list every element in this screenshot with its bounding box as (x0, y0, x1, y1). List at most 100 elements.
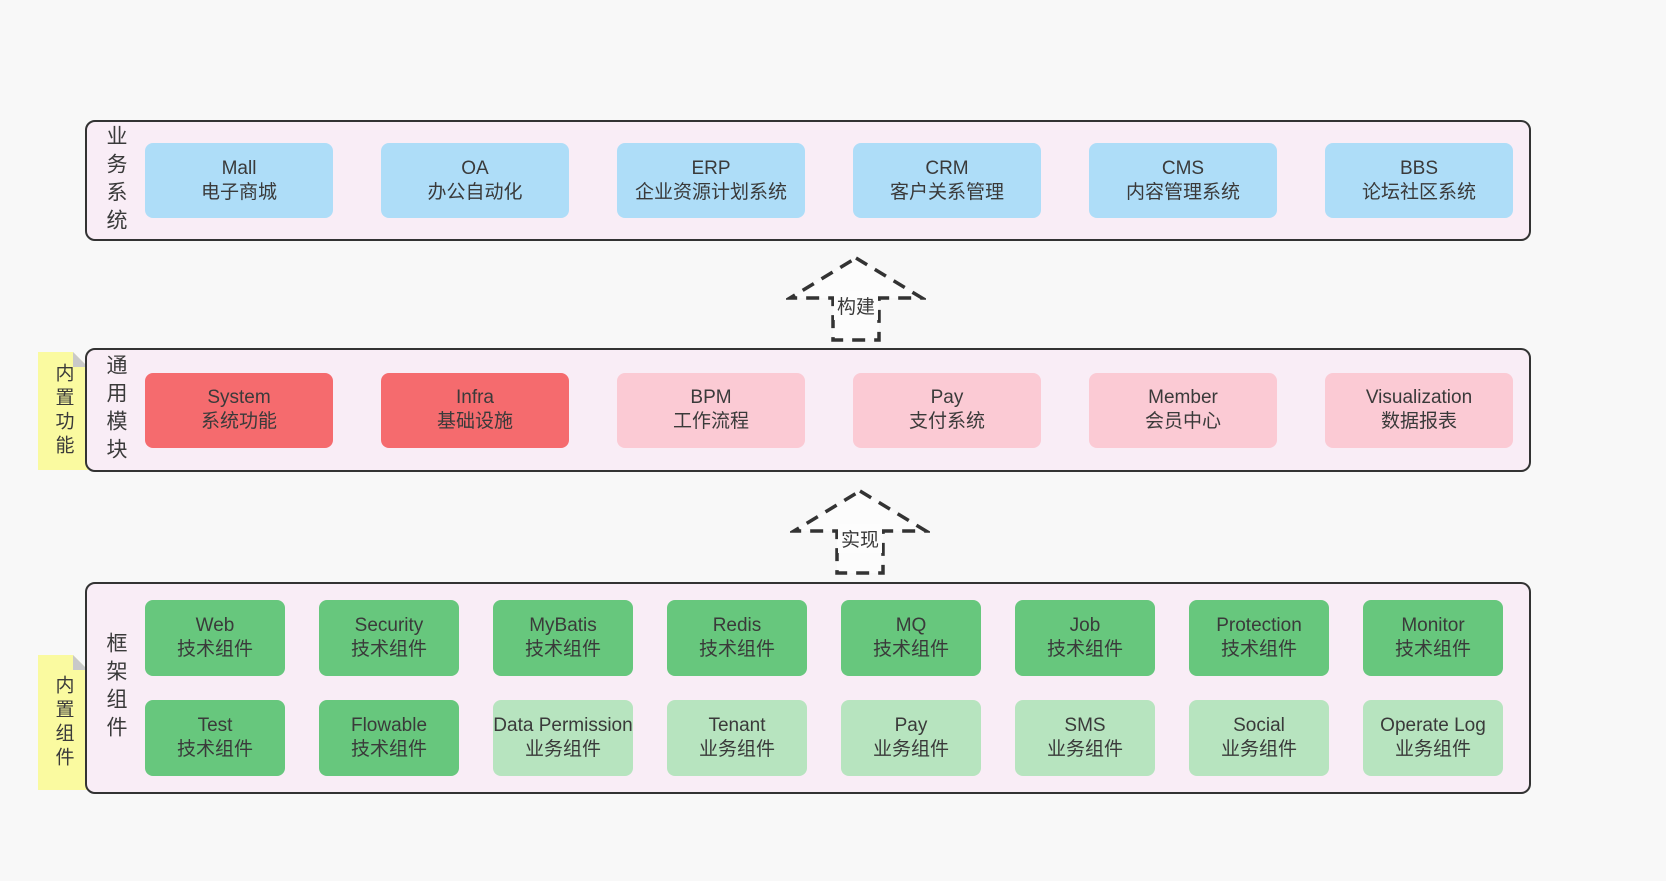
layer-common-modules-label: 通用模块 (104, 354, 127, 466)
modules-row: System 系统功能 Infra 基础设施 BPM 工作流程 Pay 支付系统… (145, 372, 1529, 448)
box-title: MQ (895, 615, 927, 636)
box-subtitle: 技术组件 (350, 739, 427, 760)
box-subtitle: 工作流程 (672, 411, 749, 432)
box-web: Web 技术组件 (145, 600, 285, 676)
arrow-build: 构建 (786, 255, 926, 343)
business-rows: Mall 电子商城 OA 办公自动化 ERP 企业资源计划系统 CRM 客户关系… (145, 122, 1529, 239)
box-social: Social 业务组件 (1189, 700, 1329, 776)
box-erp: ERP 企业资源计划系统 (617, 143, 805, 218)
box-title: Data Permission (493, 715, 633, 736)
box-subtitle: 技术组件 (176, 639, 253, 660)
box-title: Web (195, 615, 235, 636)
box-title: Mall (221, 157, 257, 179)
box-subtitle: 业务组件 (872, 739, 949, 760)
box-data-permission: Data Permission 业务组件 (493, 700, 633, 776)
arrow-implement: 实现 (790, 488, 930, 576)
components-row-1: Web 技术组件 Security 技术组件 MyBatis 技术组件 Redi… (145, 600, 1529, 676)
box-cms: CMS 内容管理系统 (1089, 143, 1277, 218)
sticky-note-builtin-components: 内置组件 (38, 655, 88, 790)
box-subtitle: 业务组件 (698, 739, 775, 760)
box-title: BPM (690, 387, 732, 408)
box-redis: Redis 技术组件 (667, 600, 807, 676)
layer-business-systems-label: 业务系统 (104, 124, 127, 237)
box-system: System 系统功能 (145, 372, 333, 448)
box-title: Infra (455, 387, 495, 408)
layer-business-systems: 业务系统 Mall 电子商城 OA 办公自动化 ERP 企业资源计划系统 CRM… (85, 120, 1531, 241)
box-subtitle: 技术组件 (1220, 639, 1297, 660)
box-title: CMS (1161, 157, 1205, 179)
box-visualization: Visualization 数据报表 (1325, 372, 1513, 448)
box-subtitle: 技术组件 (1394, 639, 1471, 660)
box-title: Test (197, 715, 233, 736)
arrow-build-label: 构建 (833, 291, 879, 320)
box-title: Protection (1216, 615, 1302, 636)
box-subtitle: 技术组件 (524, 639, 601, 660)
box-title: SMS (1064, 715, 1106, 736)
box-subtitle: 技术组件 (698, 639, 775, 660)
box-subtitle: 业务组件 (1394, 739, 1471, 760)
box-subtitle: 客户关系管理 (889, 181, 1004, 203)
box-tenant: Tenant 业务组件 (667, 700, 807, 776)
box-subtitle: 基础设施 (436, 411, 513, 432)
box-subtitle: 支付系统 (908, 411, 985, 432)
box-title: Security (354, 615, 424, 636)
box-operate-log: Operate Log 业务组件 (1363, 700, 1503, 776)
box-title: MyBatis (529, 615, 597, 636)
box-title: Operate Log (1380, 715, 1486, 736)
layer-framework-components: 框架组件 Web 技术组件 Security 技术组件 MyBatis 技术组件… (85, 582, 1531, 794)
box-member: Member 会员中心 (1089, 372, 1277, 448)
box-security: Security 技术组件 (319, 600, 459, 676)
box-subtitle: 系统功能 (200, 411, 277, 432)
box-subtitle: 论坛社区系统 (1361, 181, 1476, 203)
box-title: Social (1233, 715, 1285, 736)
box-title: System (207, 387, 271, 408)
box-mybatis: MyBatis 技术组件 (493, 600, 633, 676)
layer-framework-components-label: 框架组件 (104, 632, 127, 744)
box-monitor: Monitor 技术组件 (1363, 600, 1503, 676)
box-title: Job (1069, 615, 1101, 636)
box-pay-module: Pay 支付系统 (853, 372, 1041, 448)
box-title: Member (1148, 387, 1218, 408)
box-title: Flowable (350, 715, 428, 736)
box-pay-component: Pay 业务组件 (841, 700, 981, 776)
business-row: Mall 电子商城 OA 办公自动化 ERP 企业资源计划系统 CRM 客户关系… (145, 143, 1529, 218)
box-subtitle: 技术组件 (176, 739, 253, 760)
box-job: Job 技术组件 (1015, 600, 1155, 676)
box-title: Monitor (1401, 615, 1465, 636)
components-rows: Web 技术组件 Security 技术组件 MyBatis 技术组件 Redi… (145, 584, 1529, 824)
box-sms: SMS 业务组件 (1015, 700, 1155, 776)
box-title: Visualization (1365, 387, 1473, 408)
sticky-note-text: 内置组件 (52, 674, 74, 771)
box-subtitle: 技术组件 (350, 639, 427, 660)
box-title: ERP (691, 157, 731, 179)
box-title: BBS (1399, 157, 1439, 179)
components-row-2: Test 技术组件 Flowable 技术组件 Data Permission … (145, 700, 1529, 776)
arrow-implement-label: 实现 (837, 524, 883, 553)
box-subtitle: 企业资源计划系统 (634, 181, 787, 203)
box-mq: MQ 技术组件 (841, 600, 981, 676)
sticky-note-builtin-features: 内置功能 (38, 352, 88, 470)
box-subtitle: 电子商城 (200, 181, 277, 203)
sticky-note-text: 内置功能 (52, 363, 74, 459)
box-bpm: BPM 工作流程 (617, 372, 805, 448)
box-test: Test 技术组件 (145, 700, 285, 776)
box-subtitle: 业务组件 (1220, 739, 1297, 760)
box-subtitle: 业务组件 (524, 739, 601, 760)
box-subtitle: 技术组件 (1046, 639, 1123, 660)
box-subtitle: 技术组件 (872, 639, 949, 660)
box-title: Pay (894, 715, 928, 736)
box-subtitle: 内容管理系统 (1125, 181, 1240, 203)
box-mall: Mall 电子商城 (145, 143, 333, 218)
box-flowable: Flowable 技术组件 (319, 700, 459, 776)
box-subtitle: 办公自动化 (427, 181, 523, 203)
box-title: Pay (930, 387, 964, 408)
box-oa: OA 办公自动化 (381, 143, 569, 218)
box-title: OA (461, 157, 489, 179)
box-title: Tenant (708, 715, 766, 736)
box-bbs: BBS 论坛社区系统 (1325, 143, 1513, 218)
layer-common-modules: 通用模块 System 系统功能 Infra 基础设施 BPM 工作流程 Pay… (85, 348, 1531, 472)
box-infra: Infra 基础设施 (381, 372, 569, 448)
box-subtitle: 数据报表 (1380, 411, 1457, 432)
box-title: Redis (712, 615, 762, 636)
box-crm: CRM 客户关系管理 (853, 143, 1041, 218)
